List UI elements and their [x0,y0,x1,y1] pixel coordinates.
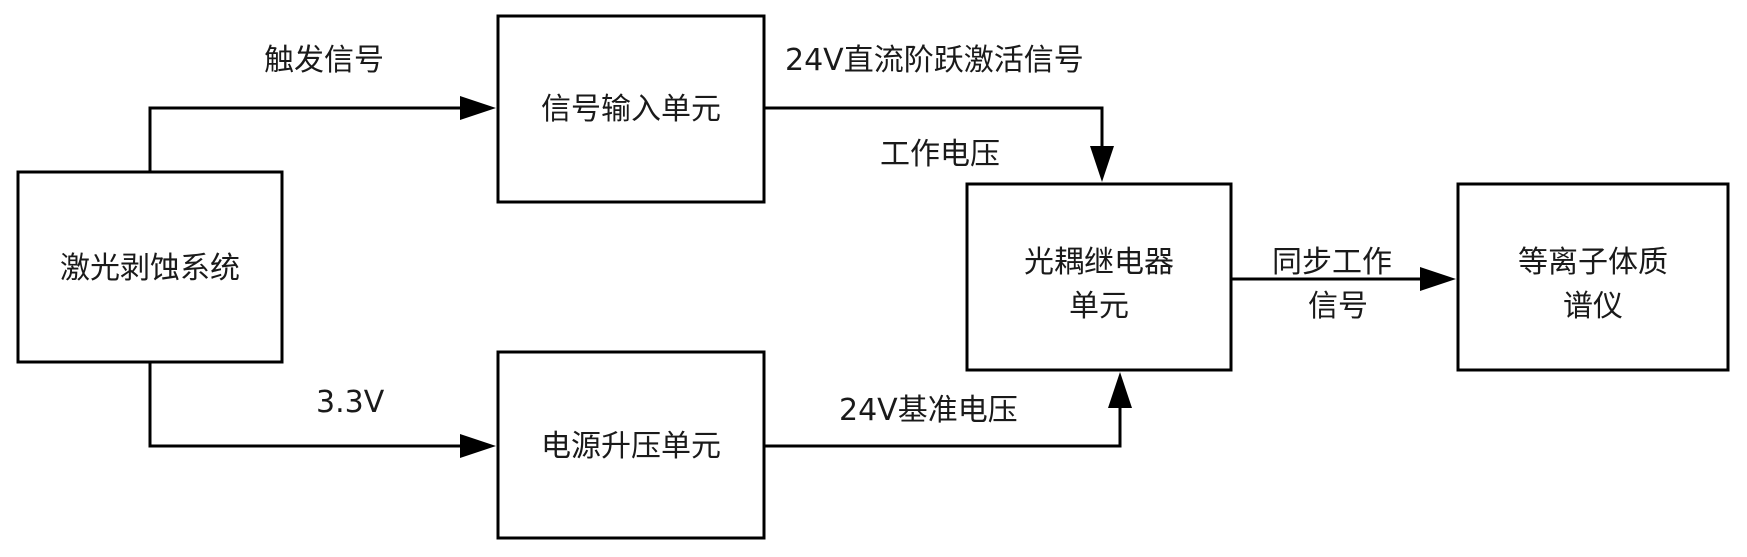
arrowhead-icpms [1420,267,1456,291]
node-label-line2: 单元 [1069,289,1129,324]
edge-label-sync-line1: 同步工作 [1272,245,1392,280]
node-optocoupler-relay-unit: 光耦继电器 单元 [965,182,1233,372]
arrowhead-power-boost [460,434,496,458]
node-signal-input-unit: 信号输入单元 [496,14,766,204]
node-power-boost-unit: 电源升压单元 [496,350,766,540]
edge-label-dc-step-signal: 24V直流阶跃激活信号 [785,43,1084,78]
connector-signal-input-to-optocoupler [765,106,1104,146]
edge-label-trigger-signal: 触发信号 [264,43,384,78]
edge-label-working-voltage: 工作电压 [880,137,1000,172]
connector-laser-to-signal-input [148,106,462,172]
arrowhead-signal-input [460,96,496,120]
node-label-line1: 等离子体质 [1518,245,1668,280]
node-label: 电源升压单元 [541,429,721,464]
node-label: 激光剥蚀系统 [60,251,240,286]
edge-label-reference-voltage: 24V基准电压 [839,393,1018,428]
connector-power-boost-to-optocoupler [765,408,1122,448]
edge-label-sync-line2: 信号 [1308,289,1368,324]
node-laser-ablation-system: 激光剥蚀系统 [16,170,284,364]
node-label-line2: 谱仪 [1563,289,1623,324]
arrowhead-optocoupler-top [1090,146,1114,182]
connector-laser-to-power-boost [148,362,462,448]
node-label: 信号输入单元 [541,92,721,127]
arrowhead-optocoupler-bottom [1108,372,1132,408]
edge-label-3v3: 3.3V [316,385,385,420]
node-label-line1: 光耦继电器 [1024,245,1174,280]
node-icp-mass-spectrometer: 等离子体质 谱仪 [1456,182,1730,372]
